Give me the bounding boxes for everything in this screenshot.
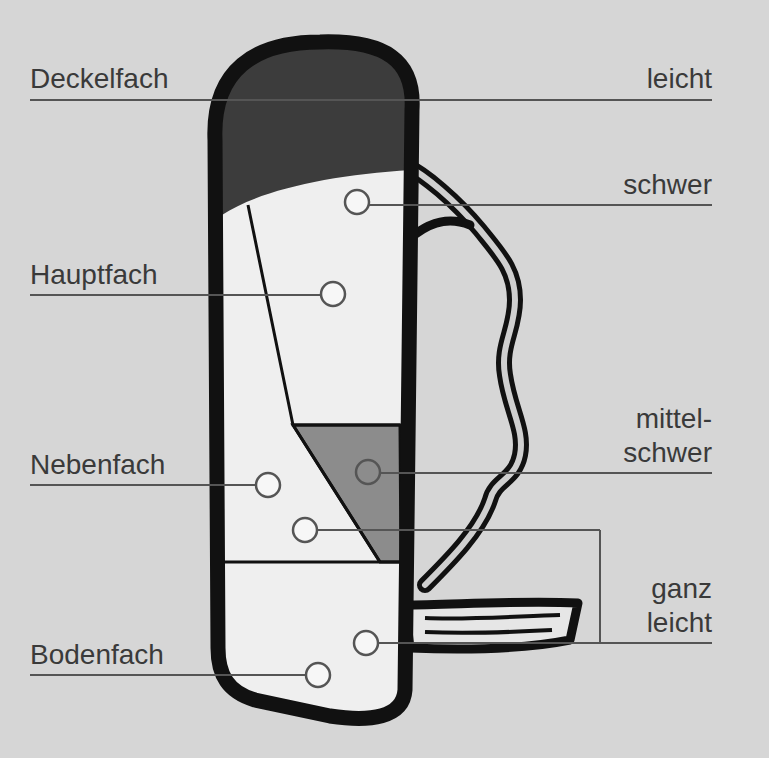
shoulder-strap-inner bbox=[405, 165, 521, 585]
hip-belt bbox=[405, 602, 578, 649]
label-holder: Deckelfach bbox=[30, 62, 169, 96]
compartment-label: Deckelfach bbox=[30, 62, 169, 96]
weight-label: leicht bbox=[647, 62, 712, 96]
label-holder: ganz leicht bbox=[647, 572, 712, 640]
label-holder: schwer bbox=[623, 168, 712, 202]
marker-circles bbox=[256, 190, 380, 687]
hip-belt-seams bbox=[425, 615, 560, 633]
background bbox=[6, 6, 763, 752]
medium-zone bbox=[293, 425, 401, 562]
pack-body bbox=[215, 42, 412, 719]
compartment-label: Nebenfach bbox=[30, 448, 165, 482]
compartment-label: Hauptfach bbox=[30, 258, 158, 292]
weight-label: mittel- schwer bbox=[623, 402, 712, 470]
label-holder: Nebenfach bbox=[30, 448, 165, 482]
compartment-label: Bodenfach bbox=[30, 638, 164, 672]
weight-label: ganz leicht bbox=[647, 572, 712, 640]
compartment-dividers bbox=[218, 205, 405, 562]
label-holder: leicht bbox=[647, 62, 712, 96]
shoulder-strap bbox=[405, 165, 521, 585]
label-holder: Hauptfach bbox=[30, 258, 158, 292]
label-holder: Bodenfach bbox=[30, 638, 164, 672]
leader-lines bbox=[30, 100, 712, 675]
label-holder: mittel- schwer bbox=[623, 402, 712, 470]
pack-outline bbox=[215, 42, 412, 719]
weight-label: schwer bbox=[623, 168, 712, 202]
